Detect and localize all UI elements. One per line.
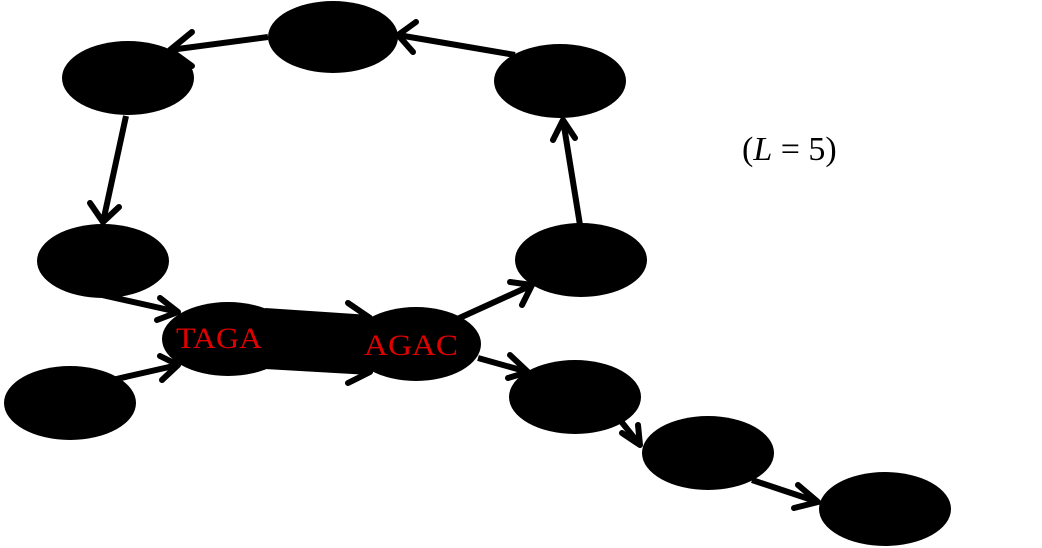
node-lower-right: [642, 416, 774, 490]
edge-right-mid-to-upper-right: [560, 119, 583, 226]
node-agac: [351, 307, 481, 381]
node-right-mid: [515, 223, 647, 297]
edge-upper-right-to-top: [397, 32, 516, 58]
edge-agac-to-lower-mid: [477, 355, 529, 375]
arrowhead-taga-bottom: [157, 353, 181, 383]
node-bottom-right: [819, 472, 951, 546]
arrowhead-lower-right: [619, 422, 643, 448]
edge-lower-left-to-taga: [111, 362, 179, 383]
edges: [87, 19, 821, 511]
arrowhead-left: [87, 200, 122, 225]
k-value-annotation: (L = 5): [742, 131, 837, 168]
arrowhead-top: [395, 19, 419, 55]
edge-top-to-upper-left: [169, 34, 269, 53]
annotation-open-paren: (: [742, 131, 753, 168]
edge-taga-to-agac-bottom: [264, 363, 371, 375]
edge-taga-to-agac-band: [265, 312, 372, 372]
node-top: [268, 1, 398, 73]
node-upper-left: [62, 41, 194, 115]
node-taga-label: TAGA: [176, 322, 262, 355]
annotation-value: = 5): [772, 131, 837, 168]
node-lower-left: [4, 366, 136, 440]
node-upper-right: [494, 44, 626, 118]
node-lower-mid: [509, 360, 641, 434]
edge-left-to-taga: [101, 292, 179, 315]
edge-agac-to-right-mid: [453, 282, 534, 323]
edge-upper-left-to-left: [100, 115, 129, 223]
edge-lower-right-to-bottom-right: [751, 477, 819, 505]
node-left: [37, 224, 169, 298]
arrowhead-upper-right: [550, 117, 578, 143]
arrowhead-right-mid: [507, 279, 535, 308]
arrowhead-taga-top: [154, 295, 181, 323]
arrowhead-agac-bottom: [345, 357, 373, 386]
node-taga: [162, 302, 294, 376]
nodes: [4, 1, 951, 546]
annotation-variable: L: [752, 131, 772, 168]
node-agac-label: AGAC: [364, 329, 458, 362]
edge-taga-to-agac-top: [264, 308, 371, 321]
arrowhead-bottom-right: [791, 482, 821, 511]
